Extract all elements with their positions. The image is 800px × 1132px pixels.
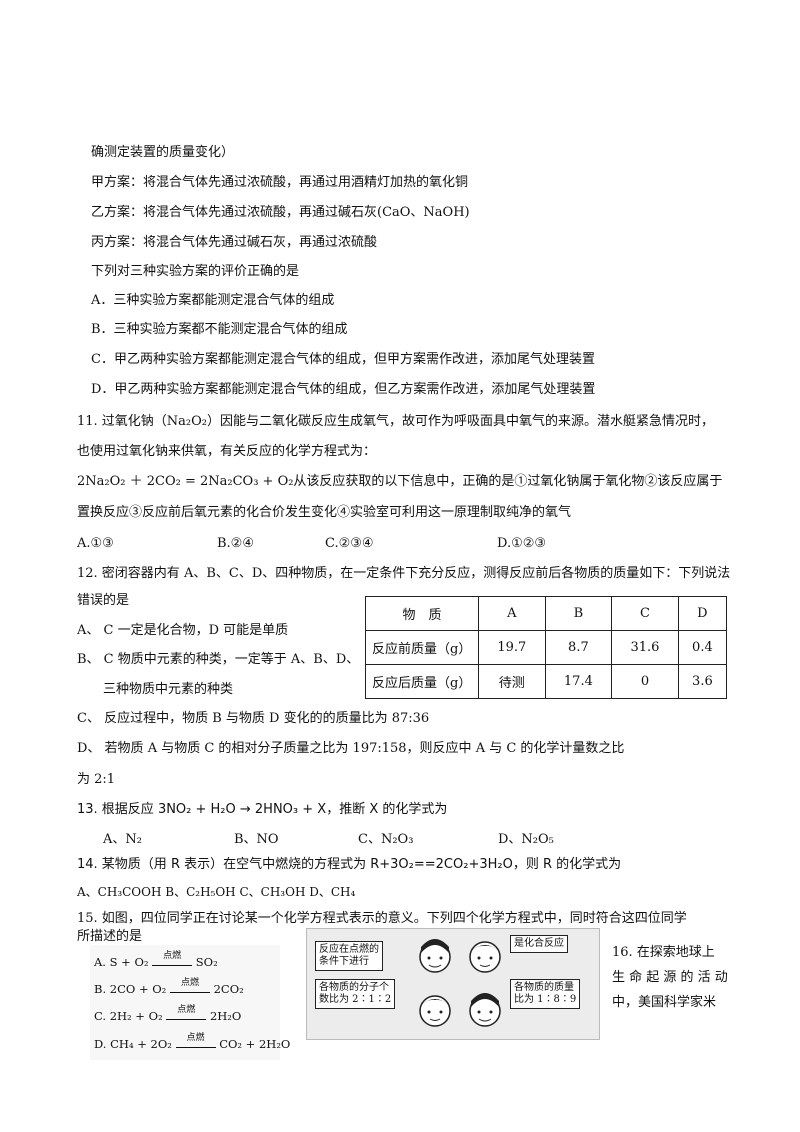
- q12-line1: 12. 密闭容器内有 A、B、C、D、四种物质，在一定条件下充分反应，测得反应前…: [77, 566, 731, 581]
- table-header-cell: D: [677, 596, 728, 631]
- student-girl-icon: [469, 993, 501, 1027]
- q16-line3: 中，美国科学家米: [612, 995, 717, 1010]
- equations-figure: A. S + O₂ 点燃 SO₂ B. 2CO + O₂ 点燃 2CO₂ C. …: [90, 945, 290, 1060]
- bubble-text: 数比为 2∶1∶2: [319, 994, 392, 1005]
- table-cell: 17.4: [544, 664, 613, 699]
- q11-line2: 也使用过氧化钠来供氧，有关反应的化学方程式为：: [77, 444, 377, 459]
- q12-option-c: C、 反应过程中，物质 B 与物质 D 变化的的质量比为 87:36: [77, 711, 430, 726]
- equation-right: CO₂ + 2H₂O: [219, 1037, 291, 1051]
- table-cell: 3.6: [677, 664, 728, 699]
- table-cell: 8.7: [544, 630, 613, 665]
- equation-a: A. S + O₂ 点燃 SO₂: [94, 951, 218, 969]
- speech-bubble: 各物质的分子个 数比为 2∶1∶2: [315, 979, 396, 1009]
- q13-option-b: B、NO: [234, 832, 279, 847]
- plan-a: 甲方案：将混合气体先通过浓硫酸，再通过用酒精灯加热的氧化铜: [91, 175, 469, 190]
- table-cell: 反应前质量（g）: [365, 630, 479, 665]
- q11-option-c: C.②③④: [325, 536, 374, 551]
- option-a: A．三种实验方案都能测定混合气体的组成: [91, 293, 335, 308]
- q12-option-b: B、 C 物质中元素的种类，一定等于 A、B、D、: [77, 652, 360, 667]
- speech-bubble: 各物质的质量 比为 1∶8∶9: [510, 979, 581, 1009]
- student-boy-icon: [419, 995, 451, 1027]
- q12-option-d-cont: 为 2:1: [77, 772, 116, 787]
- condition-label: 点燃: [163, 951, 182, 961]
- equation-right: 2CO₂: [213, 982, 244, 996]
- table-cell: 0.4: [677, 630, 728, 665]
- student-boy-icon: [469, 941, 501, 973]
- student-girl-icon: [419, 939, 451, 973]
- q14-stem: 14. 某物质（用 R 表示）在空气中燃烧的方程式为 R+3O₂==2CO₂+3…: [77, 857, 622, 872]
- reaction-arrow: 点燃: [175, 1033, 216, 1048]
- table-row: 反应前质量（g） 19.7 8.7 31.6 0.4: [365, 630, 728, 665]
- mass-table: 物 质 A B C D 反应前质量（g） 19.7 8.7 31.6 0.4 反…: [365, 596, 728, 699]
- q13-option-c: C、N₂O₃: [358, 832, 414, 847]
- table-cell: 19.7: [478, 630, 546, 665]
- table-cell: 反应后质量（g）: [365, 664, 479, 699]
- table-cell: 31.6: [611, 630, 679, 665]
- q11-option-b: B.②④: [217, 536, 254, 551]
- bubble-text: 反应在点燃的: [319, 944, 379, 955]
- reaction-arrow: 点燃: [166, 1005, 207, 1020]
- speech-bubble: 反应在点燃的 条件下进行: [315, 941, 383, 971]
- option-b: B．三种实验方案都不能测定混合气体的组成: [91, 322, 348, 337]
- bubble-text: 是化合反应: [514, 938, 564, 949]
- q12-option-a: A、 C 一定是化合物，D 可能是单质: [77, 623, 289, 638]
- q13-option-a: A、N₂: [103, 832, 142, 847]
- table-header-cell: C: [611, 596, 679, 631]
- reaction-arrow: 点燃: [169, 978, 210, 993]
- students-cartoon: 反应在点燃的 条件下进行 是化合反应 各物质的分子个 数比为 2∶1∶2 各物质…: [306, 928, 600, 1040]
- table-cell: 待测: [478, 664, 546, 699]
- q12-option-d: D、 若物质 A 与物质 C 的相对分子质量之比为 197:158，则反应中 A…: [77, 741, 625, 756]
- equation-d: D. CH₄ + 2O₂ 点燃 CO₂ + 2H₂O: [94, 1033, 291, 1051]
- table-cell: 0: [611, 664, 679, 699]
- table-header-cell: B: [544, 596, 613, 631]
- q11-option-a: A.①③: [77, 536, 114, 551]
- table-header-cell: A: [478, 596, 546, 631]
- speech-bubble: 是化合反应: [510, 935, 568, 953]
- equation-c: C. 2H₂ + O₂ 点燃 2H₂O: [94, 1005, 242, 1023]
- reaction-arrow: 点燃: [152, 951, 193, 966]
- equation-right: 2H₂O: [209, 1009, 242, 1023]
- q11-line1: 11. 过氧化钠（Na₂O₂）因能与二氧化碳反应生成氧气，故可作为呼吸面具中氧气…: [77, 414, 715, 429]
- equation-left: C. 2H₂ + O₂: [94, 1009, 163, 1023]
- condition-label: 点燃: [180, 978, 199, 988]
- q11-line3: 2Na₂O₂ ＋ 2CO₂ = 2Na₂CO₃ + O₂从该反应获取的以下信息中…: [77, 474, 723, 489]
- bubble-text: 各物质的质量: [514, 982, 574, 993]
- equation-left: D. CH₄ + 2O₂: [94, 1037, 172, 1051]
- q15-line1: 15. 如图，四位同学正在讨论某一个化学方程式表示的意义。下列四个化学方程式中，…: [77, 911, 687, 926]
- q14-options: A、CH₃COOH B、C₂H₅OH C、CH₃OH D、CH₄: [77, 885, 356, 899]
- bubble-text: 各物质的分子个: [319, 982, 389, 993]
- equation-left: B. 2CO + O₂: [94, 982, 167, 996]
- q16-line1: 16. 在探索地球上: [612, 945, 715, 960]
- q11-line4: 置换反应③反应前后氧元素的化合价发生变化④实验室可利用这一原理制取纯净的氧气: [77, 505, 572, 520]
- equation-right: SO₂: [195, 955, 218, 969]
- q12-option-b-cont: 三种物质中元素的种类: [103, 682, 234, 697]
- condition-label: 点燃: [186, 1033, 205, 1043]
- q15-line2: 所描述的是: [77, 929, 143, 944]
- table-row: 反应后质量（g） 待测 17.4 0 3.6: [365, 664, 728, 699]
- q16-line2: 生 命 起 源 的 活 动: [612, 970, 728, 985]
- q12-line2: 错误的是: [77, 593, 130, 608]
- text-line: 确测定装置的质量变化）: [91, 145, 235, 160]
- table-header-cell: 物 质: [365, 596, 479, 631]
- bubble-text: 条件下进行: [319, 956, 369, 967]
- question-stem: 下列对三种实验方案的评价正确的是: [91, 264, 300, 279]
- q13-option-d: D、N₂O₅: [498, 832, 554, 847]
- table-header-row: 物 质 A B C D: [365, 596, 728, 631]
- plan-b: 乙方案：将混合气体先通过浓硫酸，再通过碱石灰(CaO、NaOH): [91, 205, 470, 220]
- option-c: C．甲乙两种实验方案都能测定混合气体的组成，但甲方案需作改进，添加尾气处理装置: [91, 352, 595, 367]
- condition-label: 点燃: [177, 1005, 196, 1015]
- option-d: D．甲乙两种实验方案都能测定混合气体的组成，但乙方案需作改进，添加尾气处理装置: [91, 382, 596, 397]
- equation-b: B. 2CO + O₂ 点燃 2CO₂: [94, 978, 244, 996]
- plan-c: 丙方案：将混合气体先通过碱石灰，再通过浓硫酸: [91, 235, 378, 250]
- bubble-text: 比为 1∶8∶9: [514, 994, 577, 1005]
- q11-option-d: D.①②③: [497, 536, 547, 551]
- equation-left: A. S + O₂: [94, 955, 149, 969]
- q13-stem: 13. 根据反应 3NO₂ + H₂O → 2HNO₃ + X，推断 X 的化学…: [77, 802, 448, 817]
